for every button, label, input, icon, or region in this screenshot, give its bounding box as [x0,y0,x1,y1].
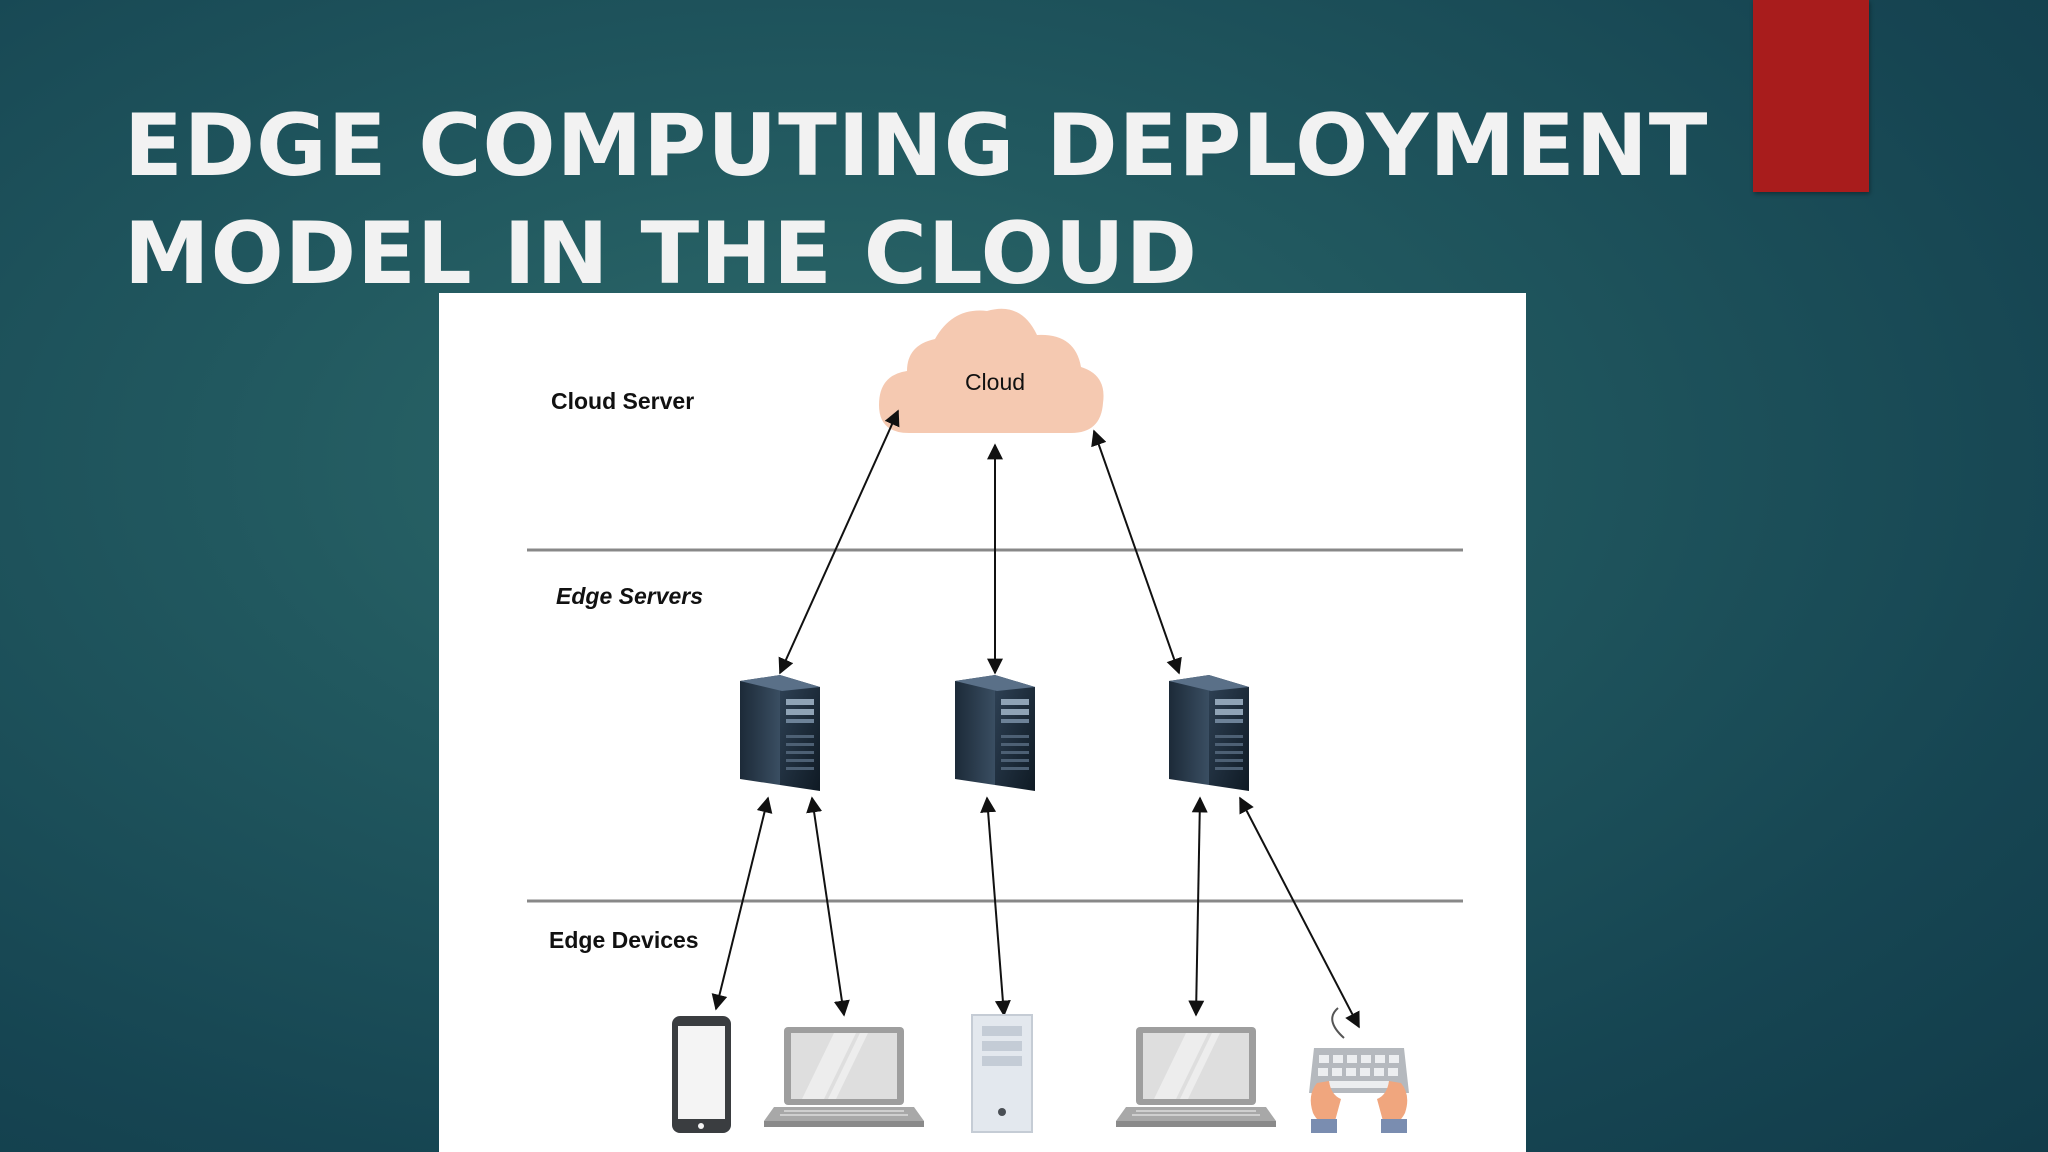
cloud-icon [879,308,1104,433]
laptop-icon [1116,1027,1276,1127]
tier-label-edge-servers: Edge Servers [556,583,703,609]
accent-bar [1753,0,1869,192]
smartphone-icon [672,1016,731,1133]
tier-label-edge-devices: Edge Devices [549,927,699,953]
slide-title-line-2: MODEL IN THE CLOUD [124,204,1198,304]
laptop-icon [764,1027,924,1127]
server-device-links [711,796,1360,1029]
cloud-label: Cloud [965,369,1025,395]
desktop-tower-icon [971,1014,1033,1133]
cloud-server-links [778,409,1182,675]
edge-server-icon [955,675,1035,791]
deployment-diagram: Cloud Server Edge Servers Edge Devices C… [527,308,1463,1133]
slide-title-line-1: EDGE COMPUTING DEPLOYMENT [124,96,1709,196]
edge-server-icon [740,675,820,791]
diagram-panel: Cloud Server Edge Servers Edge Devices C… [439,293,1526,1152]
slide-title: EDGE COMPUTING DEPLOYMENT MODEL IN THE C… [124,92,1724,308]
keyboard-hands-icon [1309,1007,1409,1133]
edge-server-icon [1169,675,1249,791]
tier-label-cloud-server: Cloud Server [551,388,694,414]
